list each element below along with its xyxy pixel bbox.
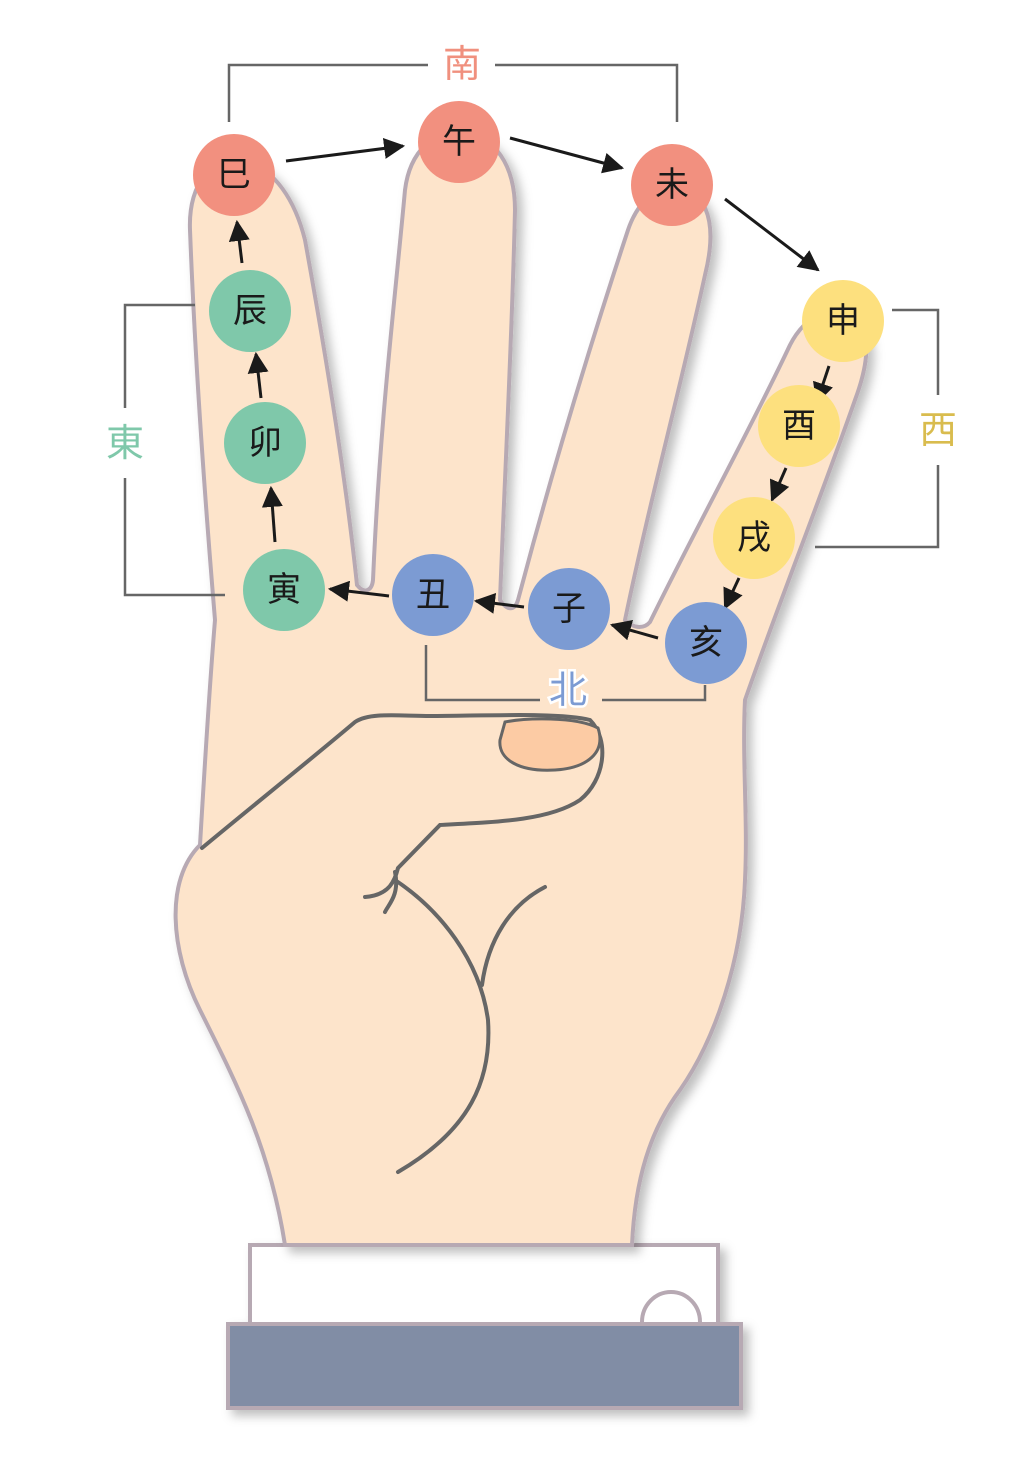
branch-node-wu: 午 <box>418 101 500 183</box>
arrow <box>473 592 525 614</box>
arrow <box>327 580 390 602</box>
jacket-sleeve <box>226 1322 743 1410</box>
direction-label-north: 北 <box>549 668 587 712</box>
direction-brackets <box>123 63 940 702</box>
arrow <box>509 136 625 174</box>
arrow <box>609 620 659 641</box>
branch-node-hai: 亥 <box>665 602 747 684</box>
hand-outline <box>173 129 869 1247</box>
branch-label: 辰 <box>233 291 267 331</box>
branch-label: 亥 <box>689 623 723 663</box>
branch-node-si: 巳 <box>193 134 275 216</box>
branch-node-chou: 丑 <box>392 554 474 636</box>
arrow <box>228 219 250 264</box>
branch-node-zi: 子 <box>528 568 610 650</box>
thumbnail <box>498 717 602 772</box>
branch-label: 戌 <box>737 518 771 558</box>
branch-label: 酉 <box>782 406 816 446</box>
sleeve <box>226 1243 743 1410</box>
branch-node-you: 酉 <box>758 385 840 467</box>
shirt-cuff <box>248 1243 720 1332</box>
arrow <box>723 577 743 610</box>
arrow <box>247 351 269 399</box>
direction-label-west: 西 <box>919 408 957 452</box>
branch-node-wei: 未 <box>631 144 713 226</box>
arrow <box>724 197 820 272</box>
branch-node-mao: 卯 <box>224 402 306 484</box>
branch-label: 申 <box>826 301 860 341</box>
direction-label-east: 東 <box>106 421 144 465</box>
branch-node-chen: 辰 <box>209 270 291 352</box>
branch-node-shen: 申 <box>802 280 884 362</box>
branch-label: 子 <box>552 589 586 629</box>
branch-label: 寅 <box>267 570 301 610</box>
palm-lines <box>200 713 605 1174</box>
branch-label: 卯 <box>248 423 282 463</box>
arrow <box>285 137 406 163</box>
branch-label: 未 <box>655 165 689 205</box>
branch-label: 丑 <box>416 575 450 615</box>
cuff-button <box>640 1290 702 1323</box>
branch-label: 午 <box>442 122 476 162</box>
arrow <box>769 467 790 502</box>
branch-label: 巳 <box>217 155 251 195</box>
arrow <box>261 485 283 543</box>
direction-label-south: 南 <box>443 42 481 86</box>
branch-node-xu: 戌 <box>713 497 795 579</box>
branch-node-yin: 寅 <box>243 549 325 631</box>
